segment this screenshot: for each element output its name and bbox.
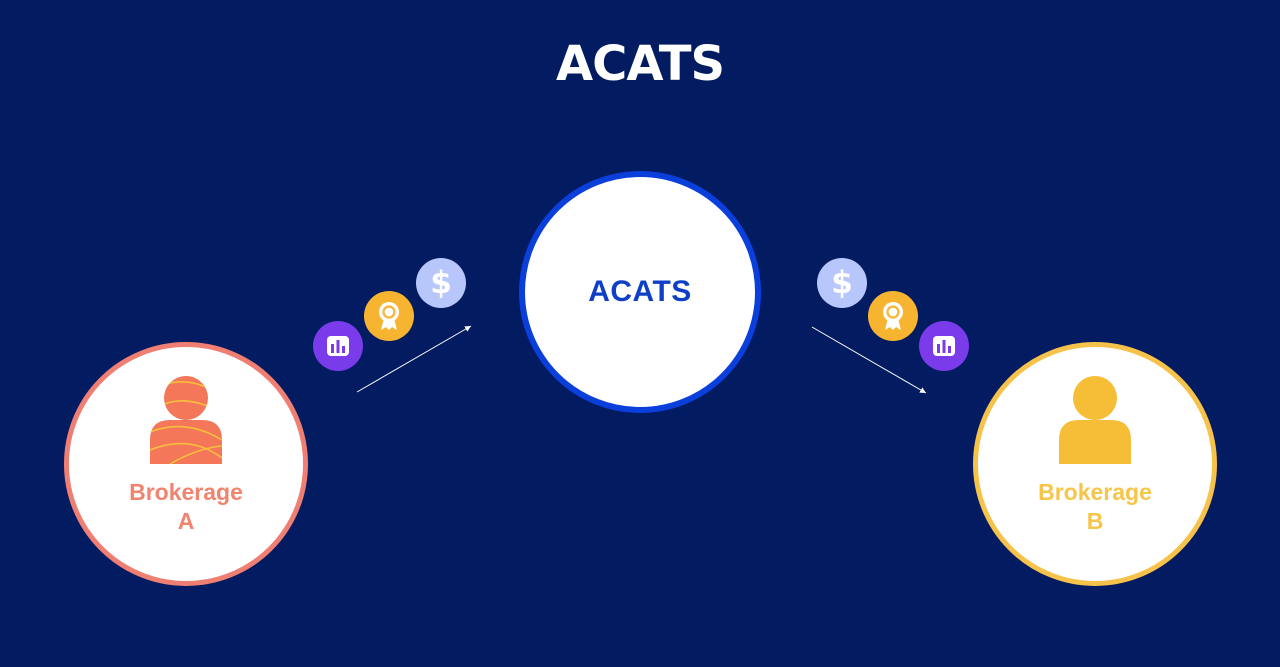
chart-icon [327, 336, 349, 356]
page-title: ACATS [555, 36, 725, 92]
brokerage-a-line2: A [177, 508, 195, 534]
hub-label: ACATS [588, 275, 692, 308]
person-icon [1059, 376, 1131, 464]
person-icon [150, 376, 222, 464]
arrow-hub-to-b [811, 326, 927, 394]
chart-badge-right [919, 321, 969, 371]
brokerage-a-label: Brokerage A [129, 478, 243, 536]
award-badge-left [364, 291, 414, 341]
dollar-badge-left: $ [416, 258, 466, 308]
dollar-icon: $ [430, 265, 452, 301]
brokerage-a-line1: Brokerage [129, 479, 243, 505]
award-icon [883, 302, 903, 330]
chart-icon [933, 336, 955, 356]
brokerage-b-line1: Brokerage [1038, 479, 1152, 505]
chart-badge-left [313, 321, 363, 371]
dollar-icon: $ [831, 265, 853, 301]
brokerage-b-node: Brokerage B [973, 342, 1217, 586]
acats-hub: ACATS [519, 171, 761, 413]
dollar-badge-right: $ [817, 258, 867, 308]
award-icon [379, 302, 399, 330]
brokerage-b-line2: B [1086, 508, 1104, 534]
brokerage-b-label: Brokerage B [1038, 478, 1152, 536]
brokerage-a-node: Brokerage A [64, 342, 308, 586]
award-badge-right [868, 291, 918, 341]
